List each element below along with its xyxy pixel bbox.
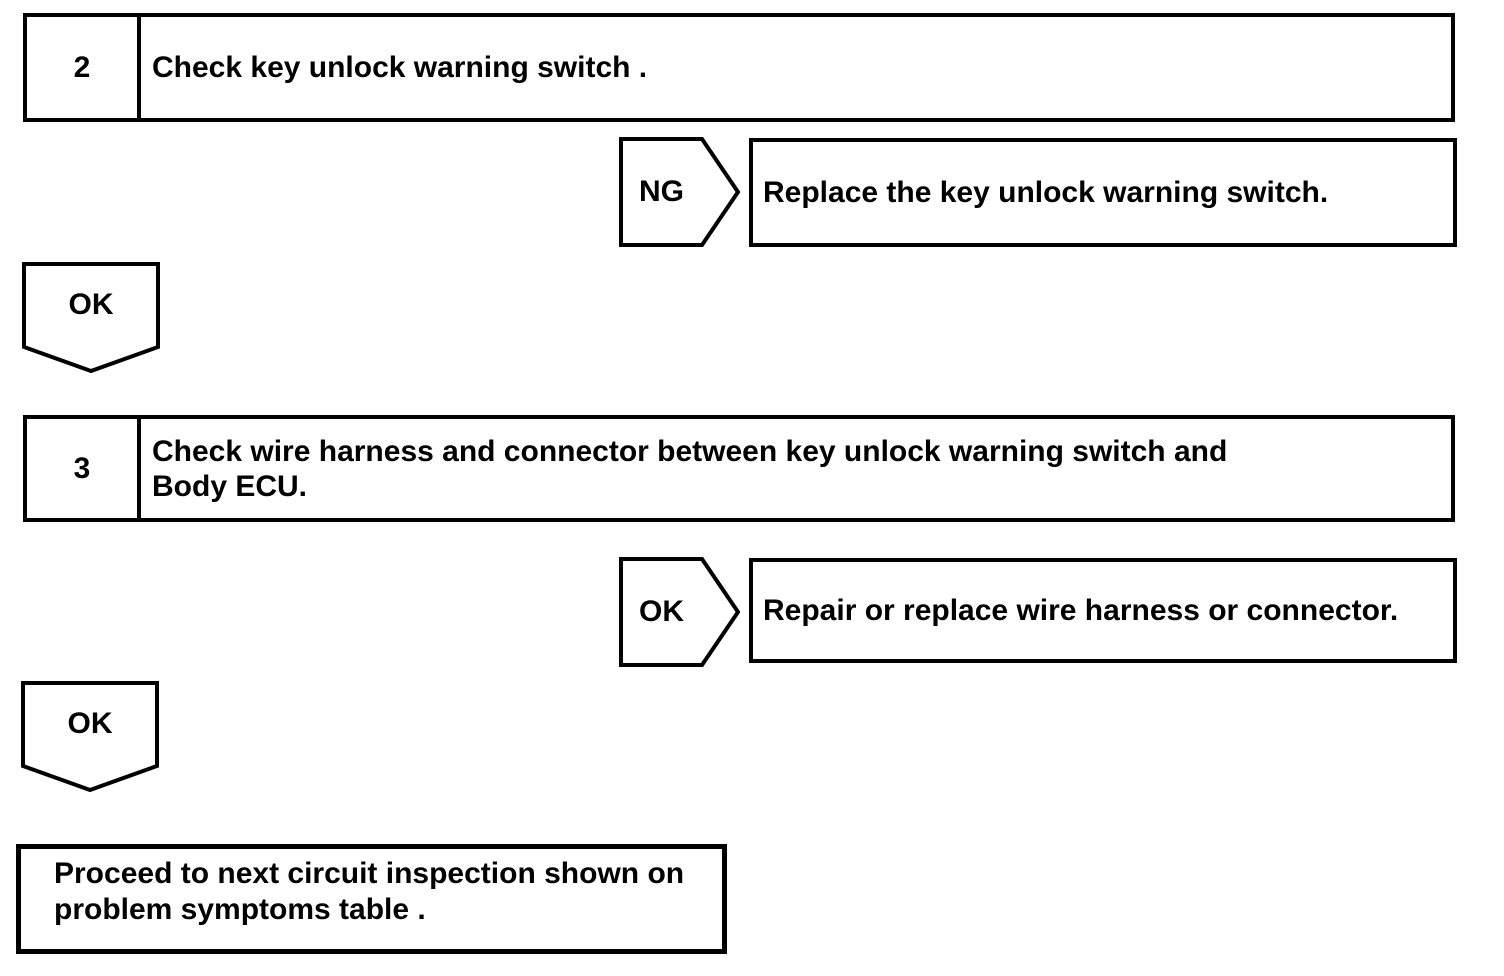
- terminal-box: Proceed to next circuit inspection shown…: [16, 844, 727, 954]
- ok-down-connector-1: OK: [22, 262, 160, 374]
- step-3-instruction: Check wire harness and connector between…: [141, 419, 1451, 518]
- ng-label: NG: [639, 175, 684, 208]
- down-pentagon-icon: [21, 681, 159, 793]
- repair-harness-action-text: Repair or replace wire harness or connec…: [763, 593, 1399, 627]
- right-pentagon-icon: [619, 557, 740, 667]
- ok-label-1: OK: [68, 287, 114, 321]
- terminal-line-1: Proceed to next circuit inspection shown…: [54, 857, 685, 890]
- step-3-box: 3 Check wire harness and connector betwe…: [23, 415, 1455, 522]
- replace-switch-action-box: Replace the key unlock warning switch.: [749, 138, 1457, 247]
- step-2-instruction-line-1: Check key unlock warning switch .: [152, 51, 648, 84]
- step-3-number: 3: [27, 419, 141, 518]
- step-2-box: 2 Check key unlock warning switch .: [23, 13, 1455, 122]
- ok-branch-label: OK: [639, 595, 684, 628]
- replace-switch-action-text: Replace the key unlock warning switch.: [763, 175, 1329, 209]
- ok-down-connector-2: OK: [21, 681, 159, 793]
- terminal-line-2: problem symptoms table .: [54, 893, 426, 926]
- down-pentagon-icon: [22, 262, 160, 374]
- ok-branch-connector: OK: [619, 557, 740, 667]
- right-pentagon-icon: [619, 137, 740, 247]
- step-3-instruction-line-1: Check wire harness and connector between…: [152, 434, 1228, 468]
- step-3-instruction-line-2: Body ECU.: [152, 469, 308, 503]
- step-2-instruction: Check key unlock warning switch .: [141, 17, 1451, 118]
- ok-label-2: OK: [67, 706, 113, 740]
- repair-harness-action-box: Repair or replace wire harness or connec…: [749, 558, 1457, 663]
- ng-branch-connector: NG: [619, 137, 740, 247]
- step-2-number: 2: [27, 17, 141, 118]
